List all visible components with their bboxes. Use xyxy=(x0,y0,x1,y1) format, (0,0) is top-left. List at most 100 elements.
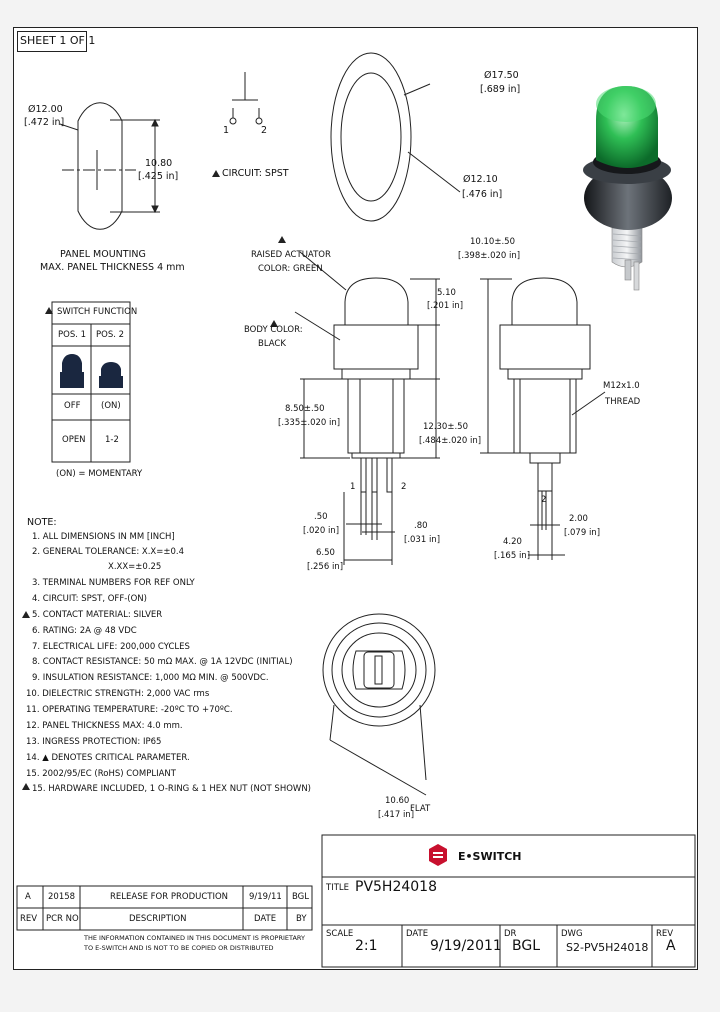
rev-row-rev: A xyxy=(25,892,31,902)
washer-od-mm: Ø17.50 xyxy=(484,70,519,81)
part-number-title: PV5H24018 xyxy=(355,879,437,895)
proprietary-line-1: THE INFORMATION CONTAINED IN THIS DOCUME… xyxy=(84,934,305,942)
rev-row-date: 9/19/11 xyxy=(249,892,282,902)
rev-header-pcr: PCR NO xyxy=(46,914,79,924)
dim-510-in: [.201 in] xyxy=(427,301,464,311)
rev-header-date: DATE xyxy=(254,914,277,924)
rev-header-by: BY xyxy=(296,914,307,924)
note-8: 8. CONTACT RESISTANCE: 50 mΩ MAX. @ 1A 1… xyxy=(32,657,293,667)
note-5: 5. CONTACT MATERIAL: SILVER xyxy=(32,610,163,620)
side-pin1: 1 xyxy=(350,482,356,492)
switch-contact-open: OPEN xyxy=(62,435,86,445)
switch-pos1-header: POS. 1 xyxy=(58,330,87,340)
thread-label-1: M12x1.0 xyxy=(603,381,640,391)
panel-title: PANEL MOUNTING xyxy=(60,249,146,260)
rev-label: REV xyxy=(656,929,674,939)
rev-row-by: BGL xyxy=(292,892,310,902)
drawing-frame xyxy=(13,27,698,970)
rev-row-description: RELEASE FOR PRODUCTION xyxy=(110,892,229,902)
note-1: 1. ALL DIMENSIONS IN MM [INCH] xyxy=(32,532,175,542)
bottom-flat-mm: 10.60 xyxy=(385,796,410,806)
dim-200-in: [.079 in] xyxy=(564,528,601,538)
date-value: 9/19/2011 xyxy=(430,938,502,954)
brand-logo-mark xyxy=(429,844,447,866)
bottom-flat-in: [.417 in] xyxy=(378,810,415,820)
actuator-label-1: RAISED ACTUATOR xyxy=(251,250,331,260)
note-10: 10. DIELECTRIC STRENGTH: 2,000 VAC rms xyxy=(26,689,210,699)
note-4: 4. CIRCUIT: SPST, OFF-(ON) xyxy=(32,594,147,604)
notes-heading: NOTE: xyxy=(27,517,57,528)
panel-thickness: MAX. PANEL THICKNESS 4 mm xyxy=(40,262,185,273)
switch-3d-render xyxy=(583,86,672,291)
circuit-pin2: 2 xyxy=(261,125,268,136)
dim-080: .80 xyxy=(414,521,428,531)
rev-header-description: DESCRIPTION xyxy=(129,914,187,924)
dim-420: 4.20 xyxy=(503,537,522,547)
switch-function-title: SWITCH FUNCTION xyxy=(57,307,138,317)
end-pin: 2 xyxy=(541,495,547,505)
note-15b: 15. HARDWARE INCLUDED, 1 O-RING & 1 HEX … xyxy=(32,784,311,794)
dim-200: 2.00 xyxy=(569,514,588,524)
note-3: 3. TERMINAL NUMBERS FOR REF ONLY xyxy=(32,578,195,588)
note-14: 14. ▲ DENOTES CRITICAL PARAMETER. xyxy=(26,753,190,763)
switch-state-on: (ON) xyxy=(101,401,121,411)
note-15a: 15. 2002/95/EC (RoHS) COMPLIANT xyxy=(26,769,176,779)
critical-markers xyxy=(22,170,286,790)
note-2: 2. GENERAL TOLERANCE: X.X=±0.4 xyxy=(32,547,185,557)
scale-value: 2:1 xyxy=(355,938,378,954)
circuit-label: CIRCUIT: SPST xyxy=(222,168,289,179)
panel-dia-in: [.472 in] xyxy=(24,117,65,128)
panel-flat-mm: 10.80 xyxy=(145,158,173,169)
actuator-label-2: COLOR: GREEN xyxy=(258,264,323,274)
switch-pos2-header: POS. 2 xyxy=(96,330,125,340)
note-6: 6. RATING: 2A @ 48 VDC xyxy=(32,626,137,636)
panel-dia-mm: Ø12.00 xyxy=(28,104,63,115)
bottom-flat-label: FLAT xyxy=(410,804,431,814)
note-12: 12. PANEL THICKNESS MAX: 4.0 mm. xyxy=(26,721,183,731)
side-pin2: 2 xyxy=(401,482,407,492)
dim-080-in: [.031 in] xyxy=(404,535,441,545)
drawn-by-value: BGL xyxy=(512,938,541,954)
dim-420-in: [.165 in] xyxy=(494,551,531,561)
panel-flat-in: [.425 in] xyxy=(138,171,179,182)
switch-function-footnote: (ON) = MOMENTARY xyxy=(56,469,143,479)
dim-850: 8.50±.50 xyxy=(285,404,325,414)
date-label: DATE xyxy=(406,929,429,939)
note-7: 7. ELECTRICAL LIFE: 200,000 CYCLES xyxy=(32,642,190,652)
dim-1010-in: [.398±.020 in] xyxy=(458,251,521,261)
dim-1010: 10.10±.50 xyxy=(470,237,515,247)
circuit-pin1: 1 xyxy=(223,125,230,136)
body-label-2: BLACK xyxy=(258,339,286,349)
brand-name: E•SWITCH xyxy=(458,850,522,863)
note-2b: X.XX=±0.25 xyxy=(108,562,162,572)
scale-label: SCALE xyxy=(326,929,354,939)
dim-850-in: [.335±.020 in] xyxy=(278,418,341,428)
panel-cutout-shape xyxy=(77,102,123,230)
dwg-label: DWG xyxy=(561,929,583,939)
title-label: TITLE xyxy=(326,883,349,893)
dim-510: 5.10 xyxy=(437,288,456,298)
sheet-label-box xyxy=(17,31,87,52)
dim-050: .50 xyxy=(314,512,328,522)
dwg-number: S2-PV5H24018 xyxy=(566,941,649,954)
note-11: 11. OPERATING TEMPERATURE: -20ºC TO +70º… xyxy=(26,705,233,715)
note-9: 9. INSULATION RESISTANCE: 1,000 MΩ MIN. … xyxy=(32,673,269,683)
dim-650-in: [.256 in] xyxy=(307,562,344,572)
dim-050-in: [.020 in] xyxy=(303,526,340,536)
rev-header-rev: REV xyxy=(20,914,38,924)
switch-state-off: OFF xyxy=(64,401,81,411)
dim-650: 6.50 xyxy=(316,548,335,558)
dim-1230: 12.30±.50 xyxy=(423,422,468,432)
thread-label-2: THREAD xyxy=(605,397,641,407)
proprietary-line-2: TO E-SWITCH AND IS NOT TO BE COPIED OR D… xyxy=(84,944,274,952)
body-label-1: BODY COLOR: xyxy=(244,325,303,335)
rev-row-pcr: 20158 xyxy=(48,892,76,902)
washer-od-in: [.689 in] xyxy=(480,84,521,95)
washer-id-in: [.476 in] xyxy=(462,189,503,200)
switch-function-icons xyxy=(60,354,123,388)
drawn-by-label: DR xyxy=(504,929,517,939)
washer-id-mm: Ø12.10 xyxy=(463,174,498,185)
rev-value: A xyxy=(666,938,676,954)
